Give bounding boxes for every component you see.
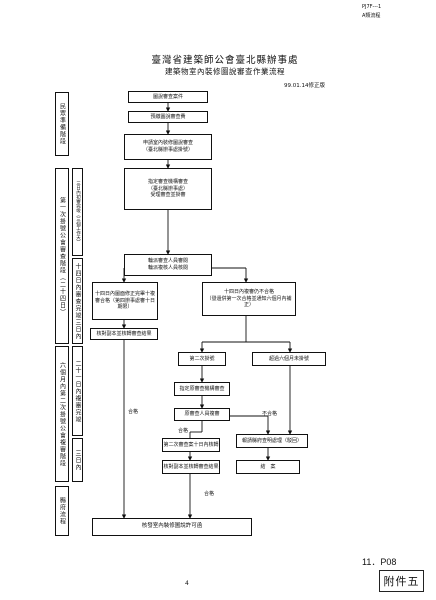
revision-date: 99.01.14修正版 [284, 83, 325, 89]
box-assign-original-agency: 指定原審查機構審查 [174, 382, 230, 396]
step-case-intake: 圖說審查案件 [128, 91, 208, 103]
box-revision-pass: 十四日內圖面修正完畢十複審合格（第四辦事處審十日期限） [92, 282, 158, 320]
step-assign-reviewers: 輪派審查人員審閱 輪派複核人員核閱 [124, 254, 212, 276]
box-review-fail: 十四日內複審仍不合格 （發還併第一次合格並通知六個月內補正） [202, 282, 296, 316]
page-subtitle: 建築物室內裝修圖說審查作業流程 [165, 67, 285, 76]
annex-stamp: 附件五 [379, 570, 424, 592]
phase-county: 縣府流程 [55, 486, 69, 536]
step-assign-agency: 指定審查機構審查 （臺北縣辦事處） 受理審查並掛審 [124, 168, 212, 210]
label-pass-middle: 合格 [178, 428, 189, 434]
page-code: 11．P08 [362, 557, 397, 567]
box-original-reviewer: 原審查人員複審 [174, 408, 230, 421]
label-pass-bottom: 合格 [204, 491, 215, 497]
phase-second-registration: 六個月內第二次掛號公會複審階段 [55, 346, 69, 482]
box-close-case: 結 案 [236, 460, 300, 474]
box-second-registration: 第二次掛號 [178, 352, 226, 366]
box-second-review-forward: 第二次審查案十日內核轉 [162, 438, 220, 452]
page-number: 4 [185, 580, 189, 587]
box-send-result-left: 核對副本並核轉審查結果 [90, 328, 158, 340]
box-send-result-right: 核對副本並核轉審查結果 [162, 460, 220, 474]
step-apply-review: 申請室內裝修圖說審查 （臺北縣辦事處掛號） [124, 134, 212, 160]
reference-type: A類流程 [362, 13, 381, 19]
phase-first-registration: 第一次掛號公會審查階段（二十四日） [55, 168, 69, 344]
page-title: 臺灣省建築師公會臺北縣辦事處 [151, 55, 299, 66]
reference-code: PJ7F---1 [362, 4, 382, 10]
day-col-fourteen: 十四日內審查完竣三日內 [72, 258, 83, 344]
label-fail: 不合格 [262, 411, 278, 417]
box-over-six-months: 超過六個月未掛號 [252, 352, 326, 366]
day-col-three: 三日內 [72, 438, 83, 482]
phase-citizen: 民眾準備階段 [55, 92, 69, 156]
step-prepay-fee: 預繳圖說審查費 [128, 111, 208, 123]
day-col-initial: 三日內初審完竣（三個工作天） [72, 168, 83, 256]
box-issue-permit: 核發室內裝修圖說許可函 [92, 518, 252, 536]
label-pass-left: 合格 [128, 409, 139, 415]
day-col-twentyone: 二十一日內複審完竣 [72, 346, 83, 436]
box-report-county: 報請縣府查明處理（駁回） [236, 434, 308, 448]
